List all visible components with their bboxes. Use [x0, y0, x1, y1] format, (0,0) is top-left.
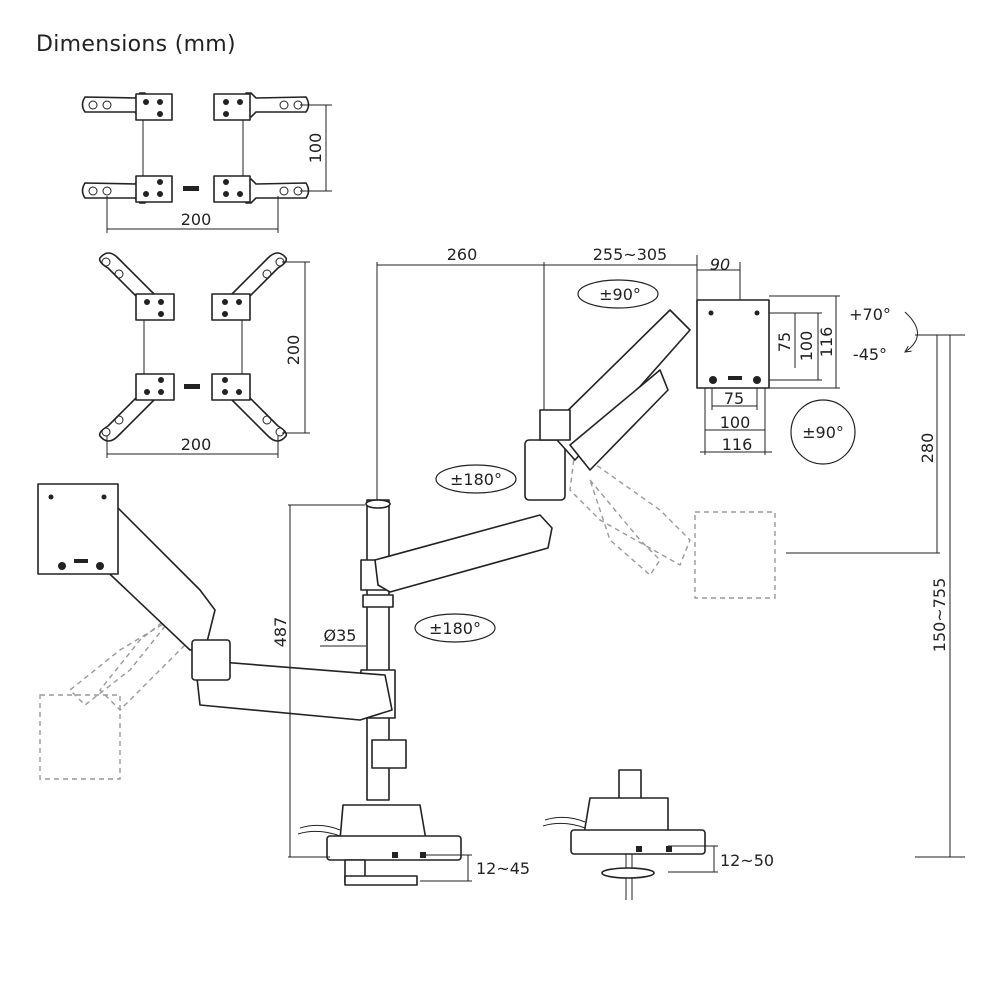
reach-dimension-lines	[376, 255, 741, 500]
tilt-down-label: -45°	[853, 345, 887, 364]
arm-swivel-arrow	[414, 613, 496, 643]
vesa-plate1-height-label: 100	[306, 133, 325, 164]
rotate-label: ±90°	[802, 423, 844, 442]
head-v100-label: 100	[797, 331, 816, 362]
tilt-up-label: +70°	[849, 305, 891, 324]
head-v116-label: 116	[817, 327, 836, 358]
arm-swivel-label: ±180°	[429, 619, 481, 638]
vesa-plate2-height-label: 200	[284, 335, 303, 366]
pole-diameter-label: Ø35	[324, 626, 357, 645]
grommet-base	[542, 769, 706, 900]
vesa-plate-100x200	[81, 92, 332, 233]
forearm-swivel-arrow	[435, 464, 517, 494]
pole-height-label: 487	[271, 617, 290, 648]
page-title: Dimensions (mm)	[36, 32, 236, 57]
vesa-plate2-width-label: 200	[181, 435, 212, 454]
head-swivel-arrow	[577, 279, 659, 309]
head-plate-dimension-lines	[700, 295, 840, 455]
left-arm	[37, 483, 393, 721]
ghost-right-arm	[569, 448, 940, 599]
clamp-range-label: 12~45	[476, 859, 530, 878]
rotate-circle-arrow	[790, 399, 856, 465]
ghost-left-arm	[39, 598, 201, 780]
height-range-label: 150~755	[930, 578, 949, 652]
head-h75-label: 75	[724, 389, 744, 408]
vesa-plate-200x200	[98, 252, 310, 458]
tilt-arrow	[905, 311, 918, 352]
head-h100-label: 100	[720, 413, 751, 432]
vesa-plate1-width-label: 200	[181, 210, 212, 229]
head-h116-label: 116	[722, 435, 753, 454]
head-depth-label: 90	[710, 255, 730, 274]
grommet-range-label: 12~50	[720, 851, 774, 870]
right-arm	[374, 299, 770, 593]
reach-inner-label: 260	[447, 245, 478, 264]
head-v75-label: 75	[775, 332, 794, 352]
reach-outer-label: 255~305	[593, 245, 667, 264]
forearm-swivel-label: ±180°	[450, 470, 502, 489]
mount-pole	[360, 499, 407, 801]
height-adjust-label: 280	[918, 433, 937, 464]
clamp-base	[297, 804, 462, 886]
head-swivel-label: ±90°	[599, 285, 641, 304]
height-dimension-lines	[288, 334, 965, 882]
